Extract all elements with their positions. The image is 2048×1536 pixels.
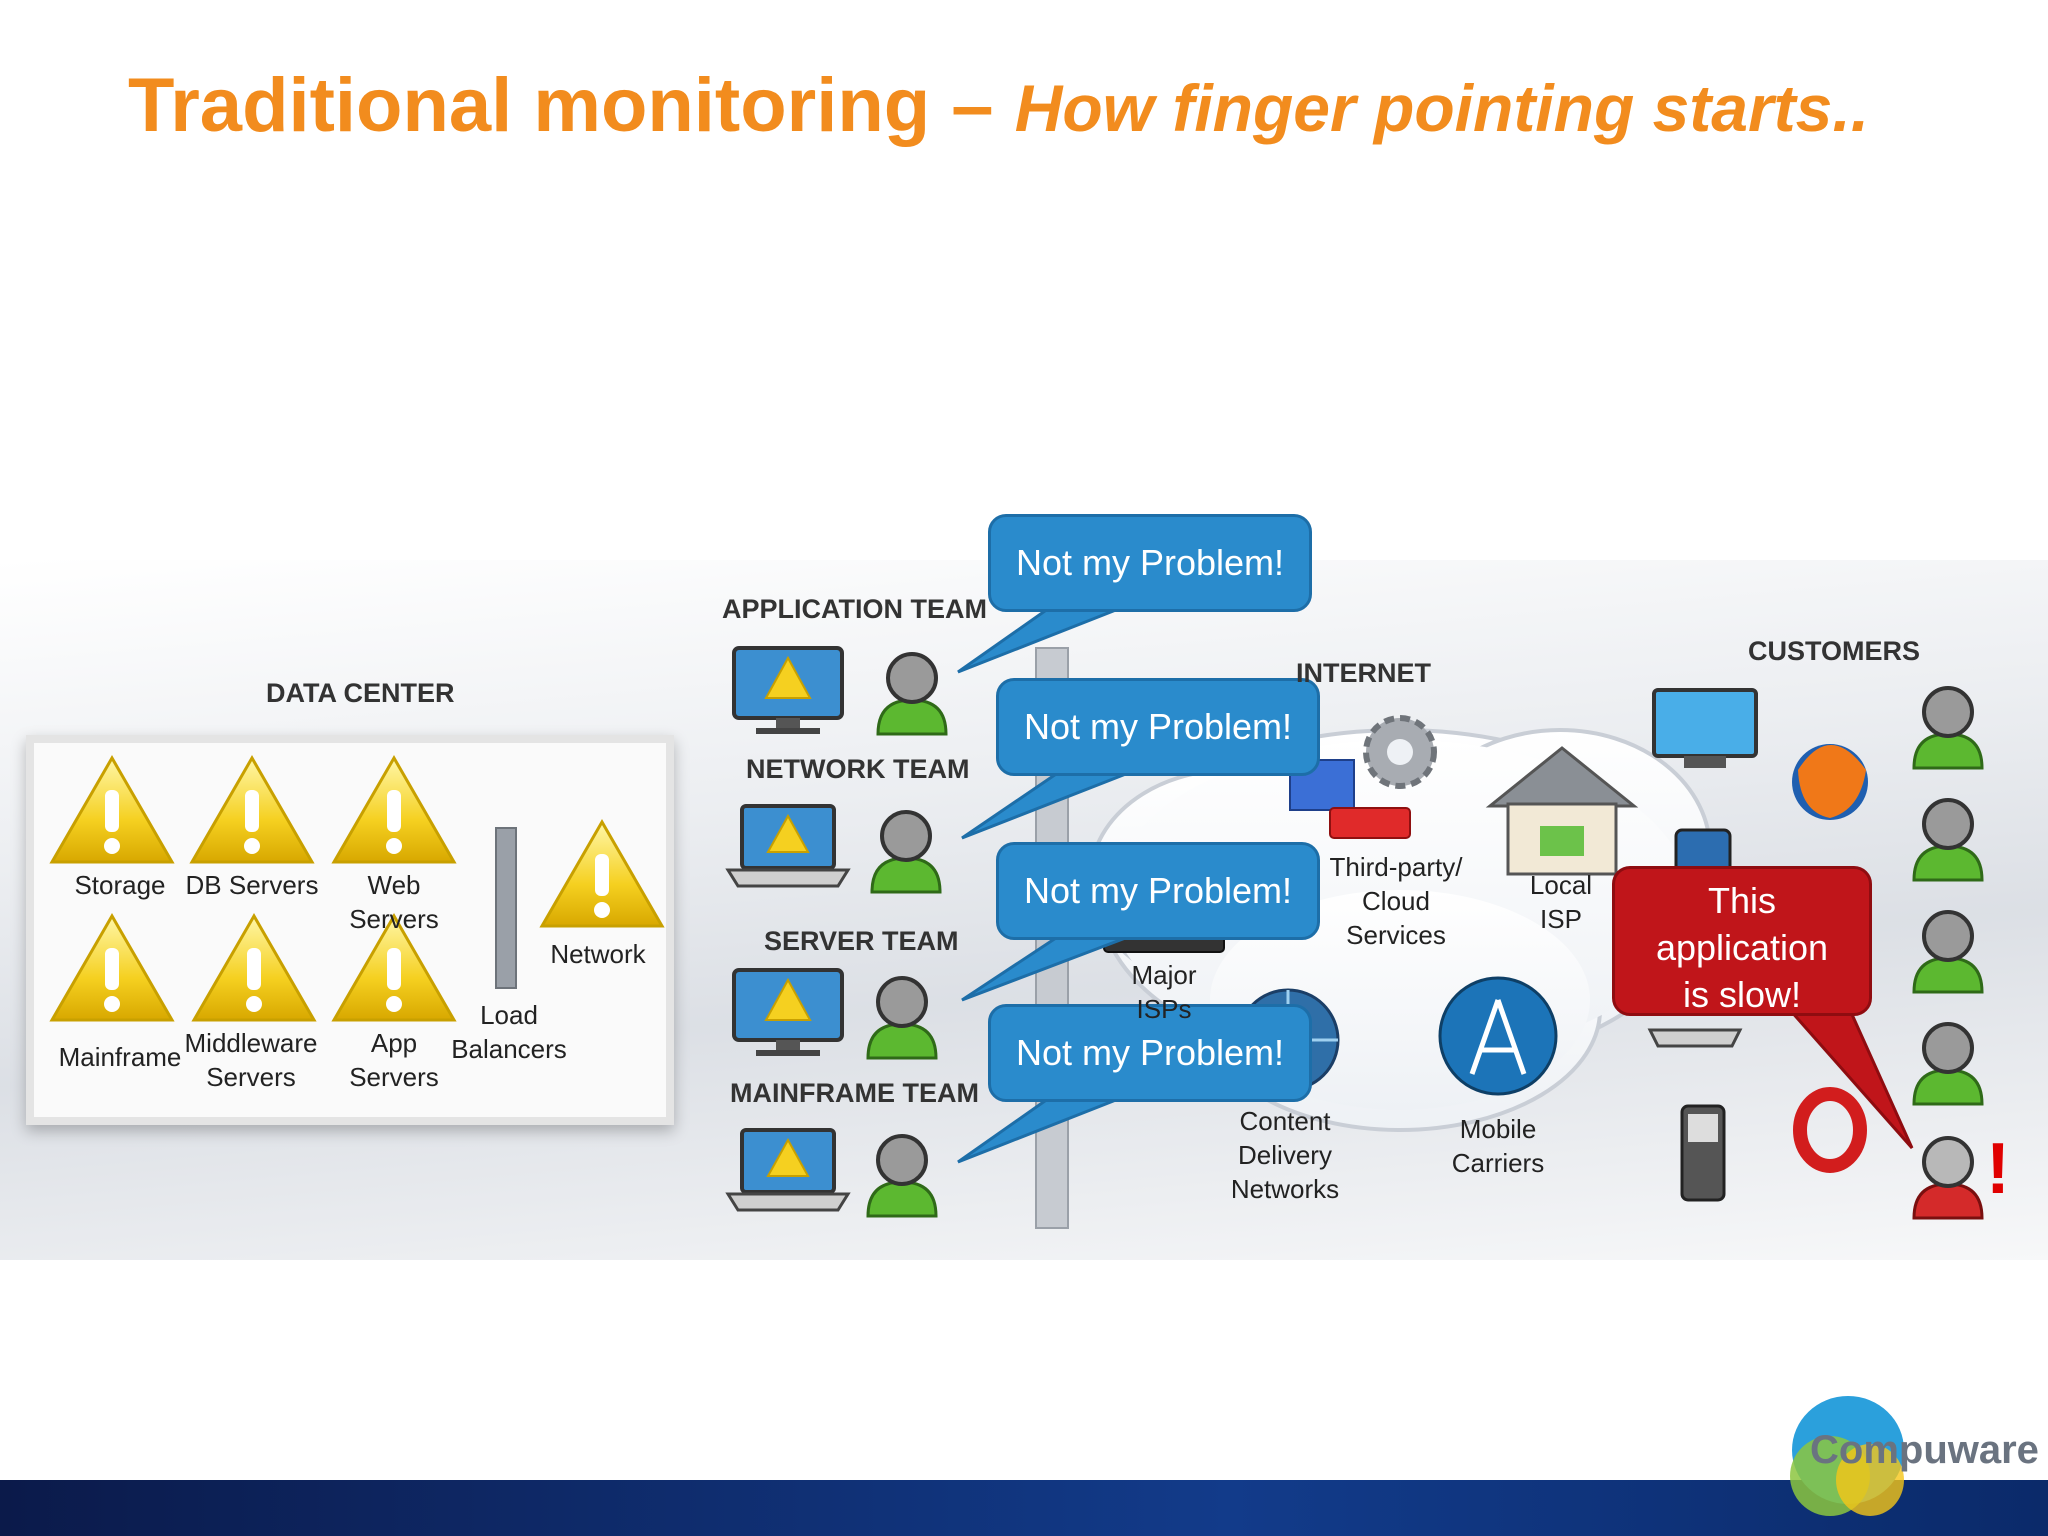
network-team-heading: NETWORK TEAM: [746, 754, 970, 784]
mobile-phone-icon: [1680, 1104, 1726, 1202]
storage-label: Storage: [74, 870, 166, 900]
customer-user-icon: [1912, 1022, 1984, 1106]
house-icon: [1485, 746, 1639, 876]
middleware-label: Middleware Servers: [184, 1028, 318, 1092]
app-servers-label: App Servers: [349, 1028, 439, 1092]
mainframe-label: Mainframe: [58, 1042, 182, 1072]
not-my-problem-bubble: Not my Problem!: [996, 678, 1320, 776]
mainframe-team-user-icon: [866, 1134, 938, 1218]
alert-exclamation: !: [1986, 1129, 2010, 1209]
compuware-logo-icon: [1790, 1396, 1904, 1516]
application-team-heading: APPLICATION TEAM: [722, 594, 987, 624]
customer-user-icon: [1912, 798, 1984, 882]
app-team-user-icon: [876, 652, 948, 736]
opera-icon: [1793, 1087, 1867, 1173]
customer-user-icon: [1912, 910, 1984, 994]
customer-user-icon: [1912, 686, 1984, 770]
mainframe-team-laptop-icon: [726, 1128, 850, 1212]
mainframe-team-heading: MAINFRAME TEAM: [730, 1078, 979, 1108]
footer-bar: [0, 1480, 2048, 1536]
mainframe-warning-icon: [50, 914, 174, 1022]
slide-title: Traditional monitoring – How finger poin…: [128, 62, 1869, 149]
network-label: Network: [550, 939, 646, 969]
internet-heading: INTERNET: [1296, 658, 1431, 688]
laptop-icon: [1647, 1028, 1743, 1048]
antenna-icon: [1438, 976, 1558, 1096]
server-team-heading: SERVER TEAM: [764, 926, 959, 956]
title-sub: How finger pointing starts..: [1014, 71, 1870, 145]
complaint-bubble-tail: [1786, 1008, 1914, 1149]
network-warning-icon: [540, 820, 664, 928]
load-balancers-label: Load Balancers: [451, 1000, 567, 1064]
data-center-heading: DATA CENTER: [266, 678, 455, 708]
brick-icon: [1329, 807, 1411, 839]
db-servers-label: DB Servers: [185, 870, 319, 900]
web-servers-warning-icon: [332, 756, 456, 864]
middleware-warning-icon: [192, 914, 316, 1022]
db-servers-warning-icon: [190, 756, 314, 864]
customer-alert-user-icon: [1912, 1136, 1984, 1220]
app-team-monitor-icon: [732, 646, 844, 736]
customers-heading: CUSTOMERS: [1748, 636, 1921, 666]
network-team-laptop-icon: [726, 804, 850, 888]
compuware-logo-text: Compuware: [1810, 1428, 2039, 1472]
not-my-problem-bubble: Not my Problem!: [988, 514, 1312, 612]
firefox-icon: [1792, 744, 1868, 820]
mobile-carriers-label: Mobile Carriers: [1451, 1114, 1545, 1178]
web-servers-label: Web Servers: [349, 870, 439, 934]
network-team-user-icon: [870, 810, 942, 894]
cdn-label: Content Delivery Networks: [1230, 1106, 1340, 1204]
major-isps-label: Major ISPs: [1131, 960, 1197, 1024]
complaint-bubble: This application is slow!: [1612, 866, 1872, 1016]
monitor-icon: [1652, 688, 1758, 768]
not-my-problem-bubble: Not my Problem!: [996, 842, 1320, 940]
third-party-label: Third-party/ Cloud Services: [1329, 852, 1463, 950]
title-main: Traditional monitoring –: [128, 63, 1015, 148]
local-isp-label: Local ISP: [1529, 870, 1593, 934]
server-team-user-icon: [866, 976, 938, 1060]
gear-icon: [1363, 715, 1437, 789]
load-balancer-icon: [495, 827, 517, 989]
server-team-monitor-icon: [732, 968, 844, 1058]
storage-warning-icon: [50, 756, 174, 864]
not-my-problem-bubble: Not my Problem!: [988, 1004, 1312, 1102]
